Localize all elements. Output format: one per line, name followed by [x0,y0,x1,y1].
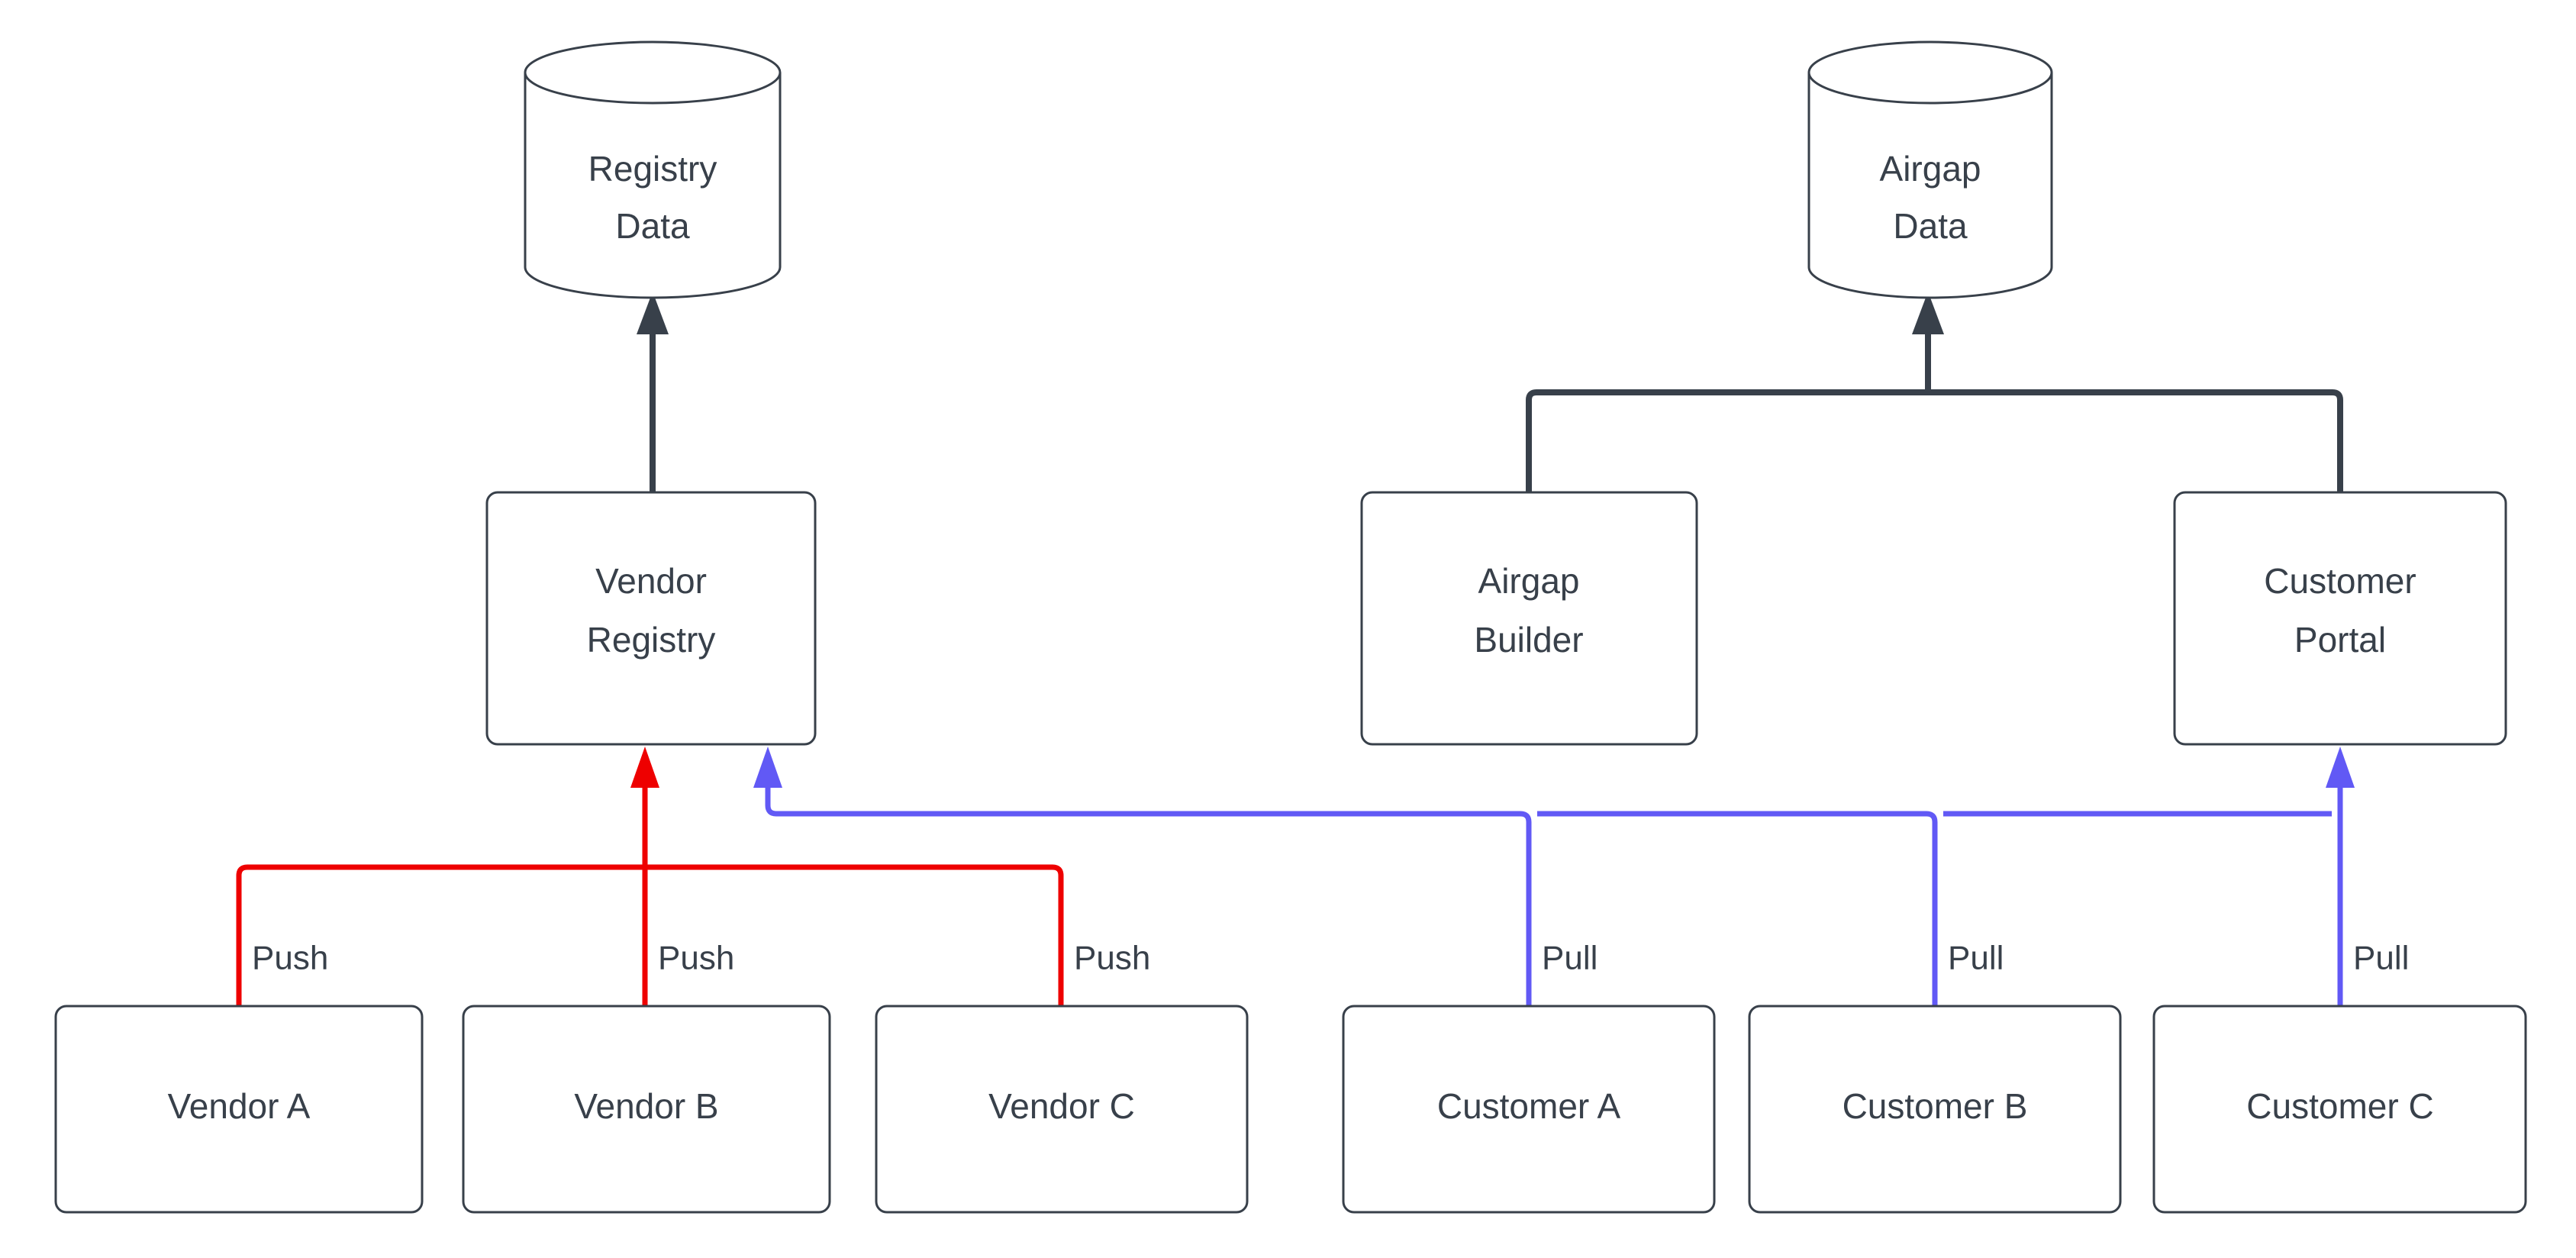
node-airgap-builder-line2: Builder [1474,620,1583,660]
node-vendor-registry-line2: Registry [587,620,716,660]
edge-label-pull-b: Pull [1948,940,2004,977]
edge-label-pull-c: Pull [2353,940,2409,977]
node-customer-b[interactable]: Customer B [1748,1005,2122,1214]
node-customer-a-label: Customer A [1437,1086,1621,1126]
node-customer-portal-line1: Customer [2264,561,2416,601]
edge-airgap-builder-to-airgap-data [1526,389,1928,492]
edge-customer-a-pull [753,747,1532,1006]
edge-vendor-c-push [645,864,1064,1006]
node-vendor-b-label: Vendor B [574,1086,718,1126]
datastore-registry-data-line2: Data [615,206,690,246]
node-airgap-builder-line1: Airgap [1478,561,1580,601]
datastore-registry-data[interactable]: Registry Data [524,40,782,299]
edge-label-push-b: Push [658,940,734,977]
datastore-airgap-data-line1: Airgap [1880,149,1981,189]
edge-customer-b-pull [1537,811,1938,1006]
node-customer-c[interactable]: Customer C [2152,1005,2527,1214]
node-vendor-registry[interactable]: Vendor Registry [485,491,817,746]
node-vendor-a[interactable]: Vendor A [54,1005,424,1214]
edge-vendor-registry-to-registry-data [637,292,669,492]
edge-airgap-data-arrow [1912,292,1944,392]
node-airgap-builder[interactable]: Airgap Builder [1360,491,1698,746]
node-customer-c-label: Customer C [2246,1086,2433,1126]
datastore-airgap-data[interactable]: Airgap Data [1807,40,2053,299]
node-vendor-b[interactable]: Vendor B [462,1005,831,1214]
node-customer-b-label: Customer B [1843,1086,2028,1126]
datastore-registry-data-line1: Registry [588,149,717,189]
node-customer-portal[interactable]: Customer Portal [2173,491,2507,746]
edge-customer-portal-to-airgap-data [1928,389,2343,492]
edge-customer-c-pull [1943,747,2355,1006]
edge-push-trunk-arrow [630,747,659,867]
node-vendor-c-label: Vendor C [988,1086,1135,1126]
node-vendor-registry-line1: Vendor [595,561,707,601]
edge-label-push-c: Push [1074,940,1150,977]
edge-label-push-a: Push [252,940,328,977]
node-customer-portal-line2: Portal [2294,620,2386,660]
node-customer-a[interactable]: Customer A [1342,1005,1716,1214]
node-vendor-a-label: Vendor A [168,1086,311,1126]
edge-label-pull-a: Pull [1542,940,1598,977]
datastore-airgap-data-line2: Data [1893,206,1968,246]
edge-vendor-a-push [236,864,645,1006]
node-vendor-c[interactable]: Vendor C [875,1005,1249,1214]
